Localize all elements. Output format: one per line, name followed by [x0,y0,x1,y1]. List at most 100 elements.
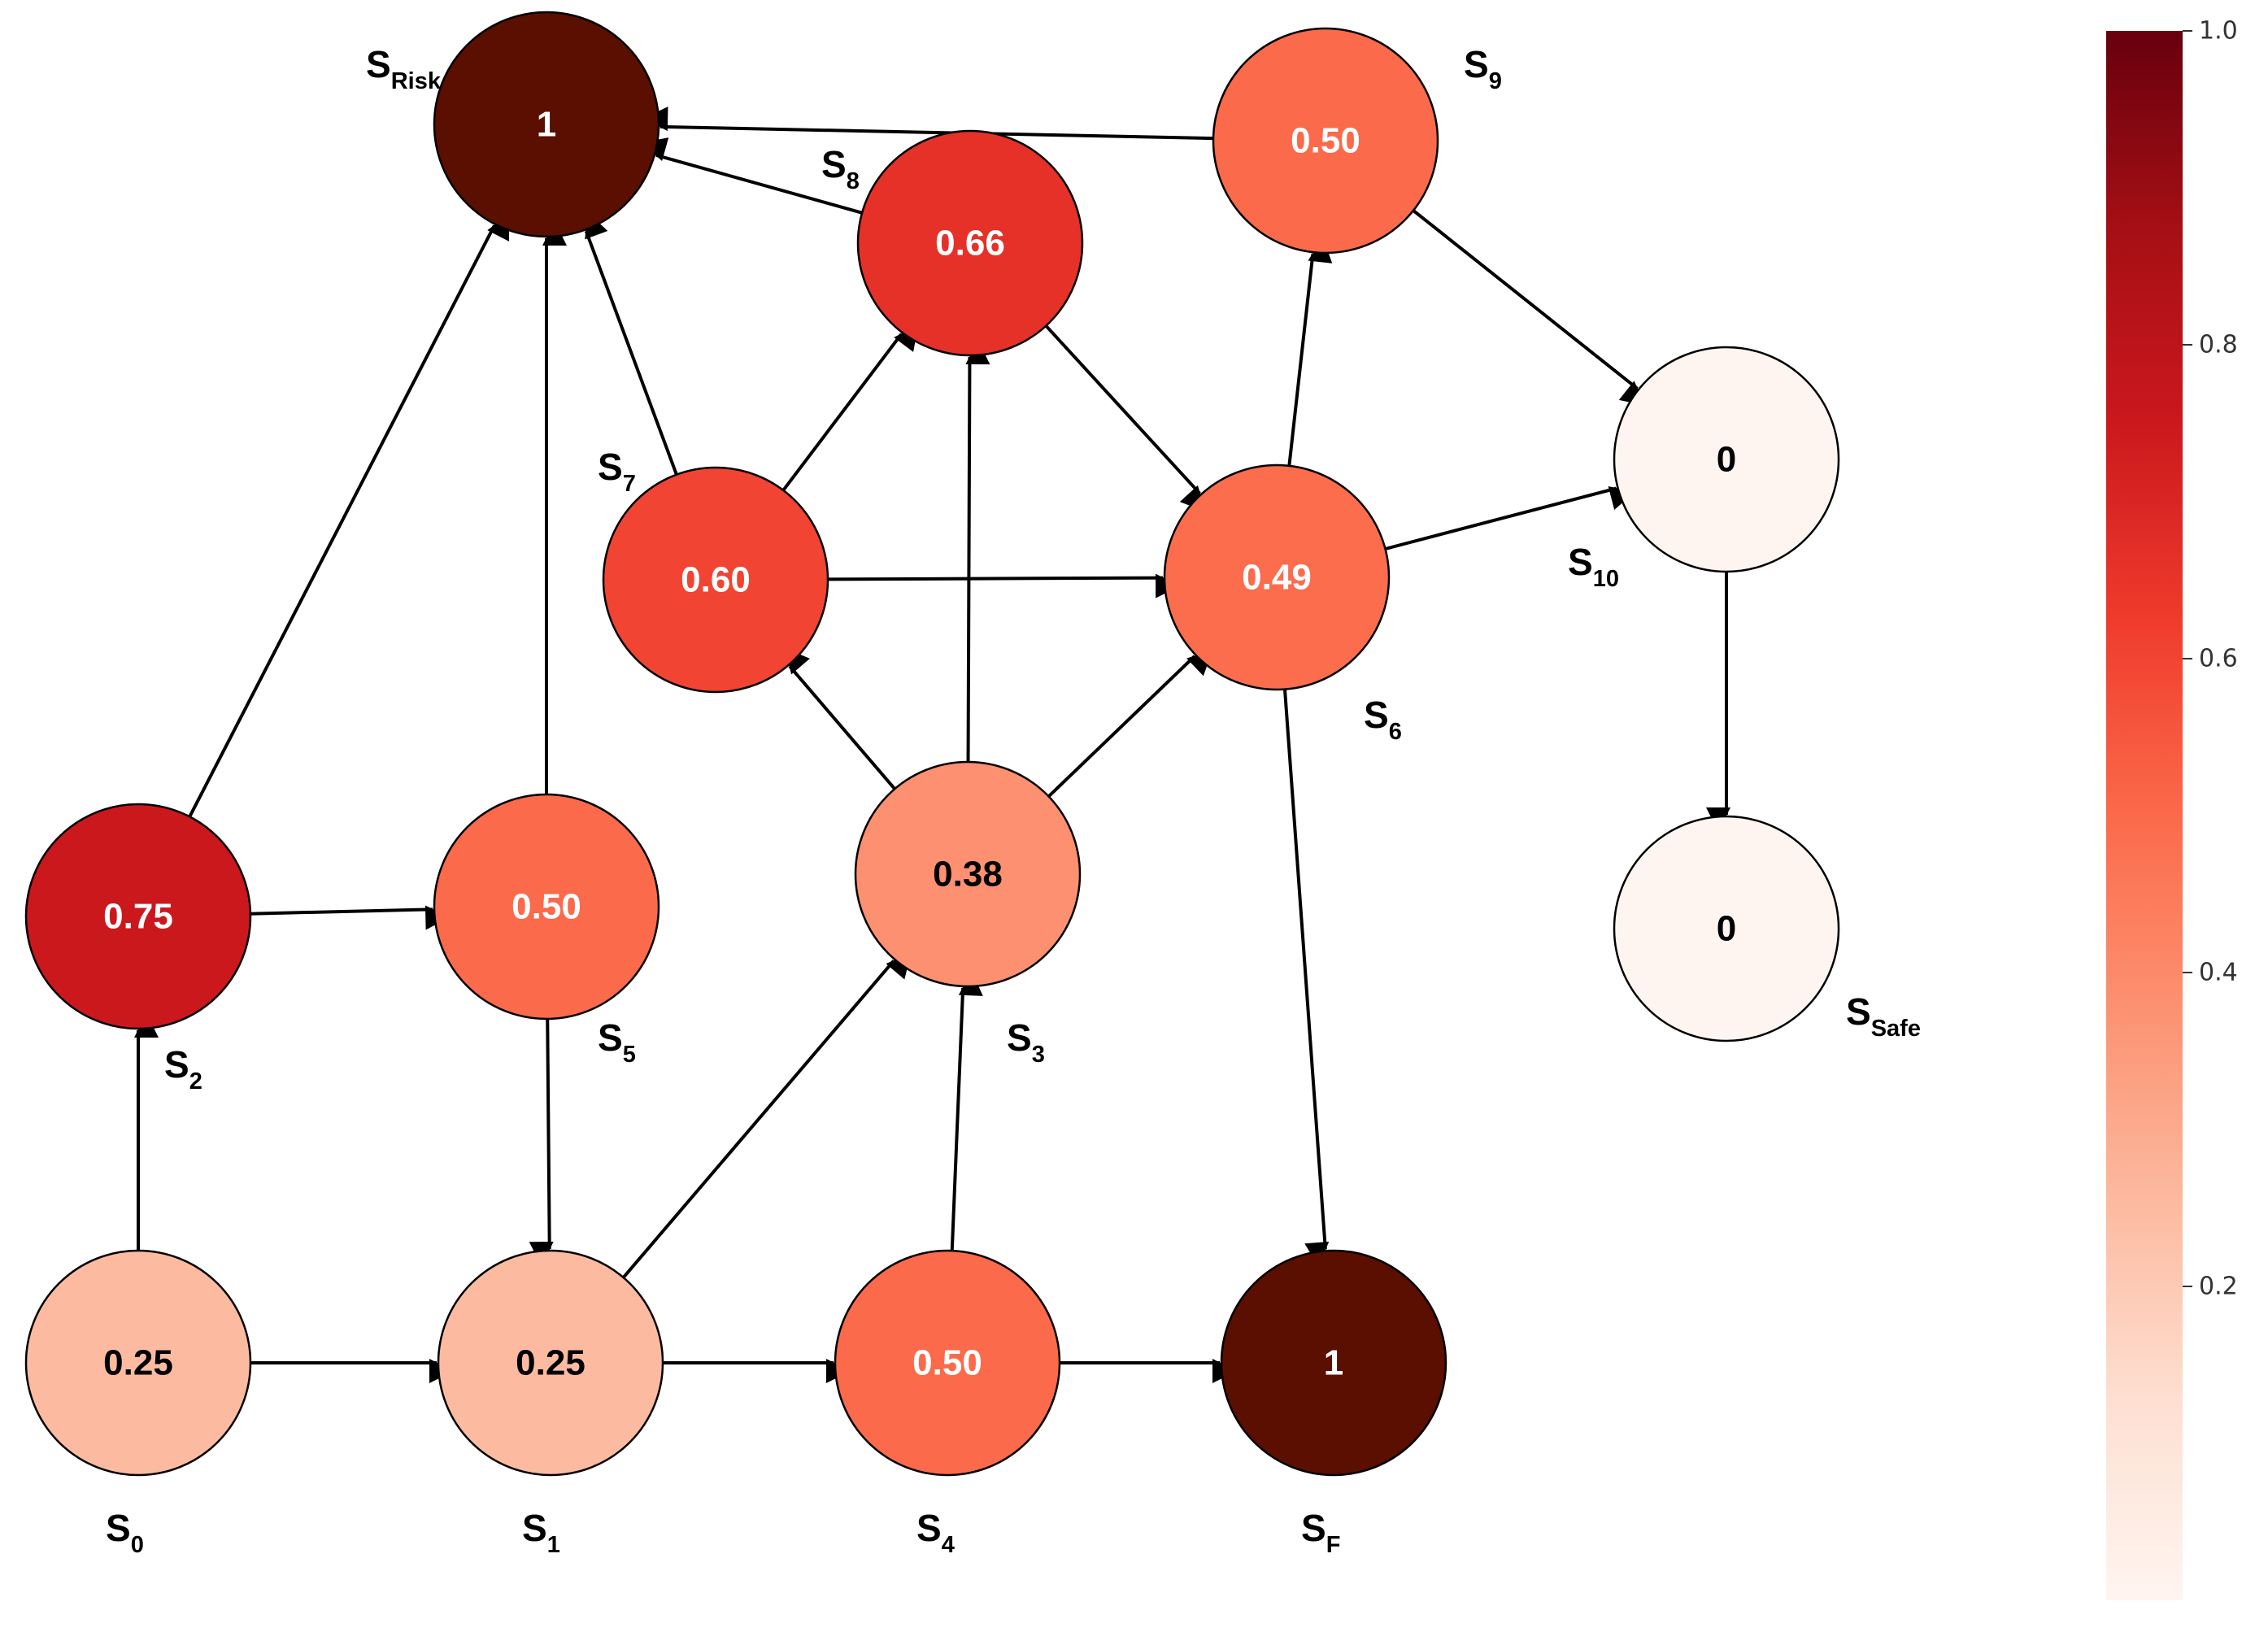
edge-s2-to-s5 [250,905,451,930]
colorbar-bar [2106,31,2183,1600]
colorbar: 0.2 0.4 0.6 0.8 1.0 [2106,17,2238,1600]
edge-s6-to-s9 [1287,237,1333,467]
node-value: 1 [1324,1343,1343,1383]
node-label-srisk: SRisk [366,43,442,94]
node-circle [602,466,829,694]
node-label-subscript: 0 [131,1532,144,1558]
node-label-s9: S9 [1464,43,1502,94]
node-value: 0.75 [103,897,173,937]
node-circle [433,11,660,238]
node-label-main: S [1846,990,1871,1033]
node-label-main: S [366,43,391,85]
node-label-main: S [598,446,623,488]
node-label-s7: S7 [598,446,636,497]
node-value: 0.50 [511,887,581,927]
edge-s6-to-s10 [1384,485,1635,551]
node-value: 0.50 [912,1343,982,1383]
node-label-main: S [821,143,847,185]
node-circle [856,129,1084,357]
node-circle [24,1249,252,1477]
node-label-subscript: 7 [623,471,636,497]
node-value: 0 [1717,440,1736,480]
node-sf: 1SF [1220,1249,1447,1558]
node-value: 0.49 [1242,558,1312,598]
node-value: 1 [537,105,556,145]
node-label-main: S [106,1507,131,1549]
node-value: 0.25 [103,1343,173,1383]
node-circle [437,1249,664,1477]
node-label-s10: S10 [1568,541,1619,592]
node-label-s4: S4 [916,1507,955,1558]
node-value: 0.60 [681,560,751,600]
node-srisk: 1 SRisk [366,11,660,238]
node-label-main: S [1568,541,1593,583]
node-label-s8: S8 [821,143,860,194]
node-label-subscript: 9 [1489,68,1502,94]
node-label-subscript: Safe [1871,1016,1921,1042]
edge-s5-to-s1 [529,1018,554,1267]
node-label-subscript: Risk [391,68,442,94]
colorbar-tick-label: 0.6 [2199,645,2238,673]
node-label-subscript: 10 [1593,566,1619,592]
node-label-main: S [598,1016,623,1059]
edge-s3-to-s7 [784,647,896,790]
edge-s3-to-s6 [1047,650,1213,798]
node-label-s6: S6 [1364,694,1402,745]
node-value: 0.38 [933,855,1003,894]
node-label-main: S [522,1507,547,1549]
edge-s4-to-s3 [950,971,983,1251]
node-label-subscript: 1 [547,1532,560,1558]
node-circle [1613,815,1840,1042]
edge-s9-to-srisk [643,107,1214,141]
nodes-layer: 1SRisk0.50S90.66S80.60S70.49S60S100SSafe… [24,11,1921,1558]
colorbar-tick-label: 1.0 [2199,17,2238,46]
node-label-subscript: 2 [189,1068,202,1095]
node-label-subscript: 5 [623,1042,636,1068]
edge-s2-to-srisk [188,214,510,818]
node-value: 0.66 [935,224,1005,263]
colorbar-tick-label: 0.2 [2199,1273,2238,1301]
edges-layer [134,107,1730,1383]
node-label-main: S [916,1507,942,1549]
node-label-subscript: F [1326,1532,1341,1558]
node-circle [854,760,1082,988]
node-label-s0: S0 [106,1507,144,1558]
node-label-s1: S1 [522,1507,560,1558]
edge-s8-to-srisk [642,137,863,215]
node-label-subscript: 8 [847,168,860,194]
edge-s7-to-s6 [827,573,1181,598]
node-value: 0 [1717,909,1736,949]
node-circle [1212,27,1439,255]
edge-s7-to-s8 [781,324,919,492]
node-label-main: S [1007,1016,1032,1059]
node-s9: 0.50 S9 [1212,27,1502,255]
node-label-main: S [1301,1507,1326,1549]
edge-s7-to-srisk [584,212,678,476]
node-circle [433,793,660,1021]
node-label-main: S [1464,43,1489,85]
node-label-s2: S2 [164,1043,202,1095]
edge-s3-to-s8 [965,340,990,763]
node-circle [1613,346,1840,573]
node-value: 0.50 [1291,121,1360,161]
colorbar-tick-label: 0.4 [2199,959,2238,987]
node-label-ssafe: SSafe [1846,990,1921,1042]
node-circle [1220,1249,1447,1477]
edge-s9-to-s10 [1412,209,1646,406]
node-label-subscript: 3 [1032,1042,1045,1068]
node-label-sf: SF [1301,1507,1340,1558]
node-s7: 0.60 S7 [598,446,829,694]
edge-s6-to-sf [1282,689,1330,1268]
node-circle [24,803,252,1030]
node-label-subscript: 4 [942,1532,955,1558]
colorbar-tick-label: 0.8 [2199,331,2238,359]
